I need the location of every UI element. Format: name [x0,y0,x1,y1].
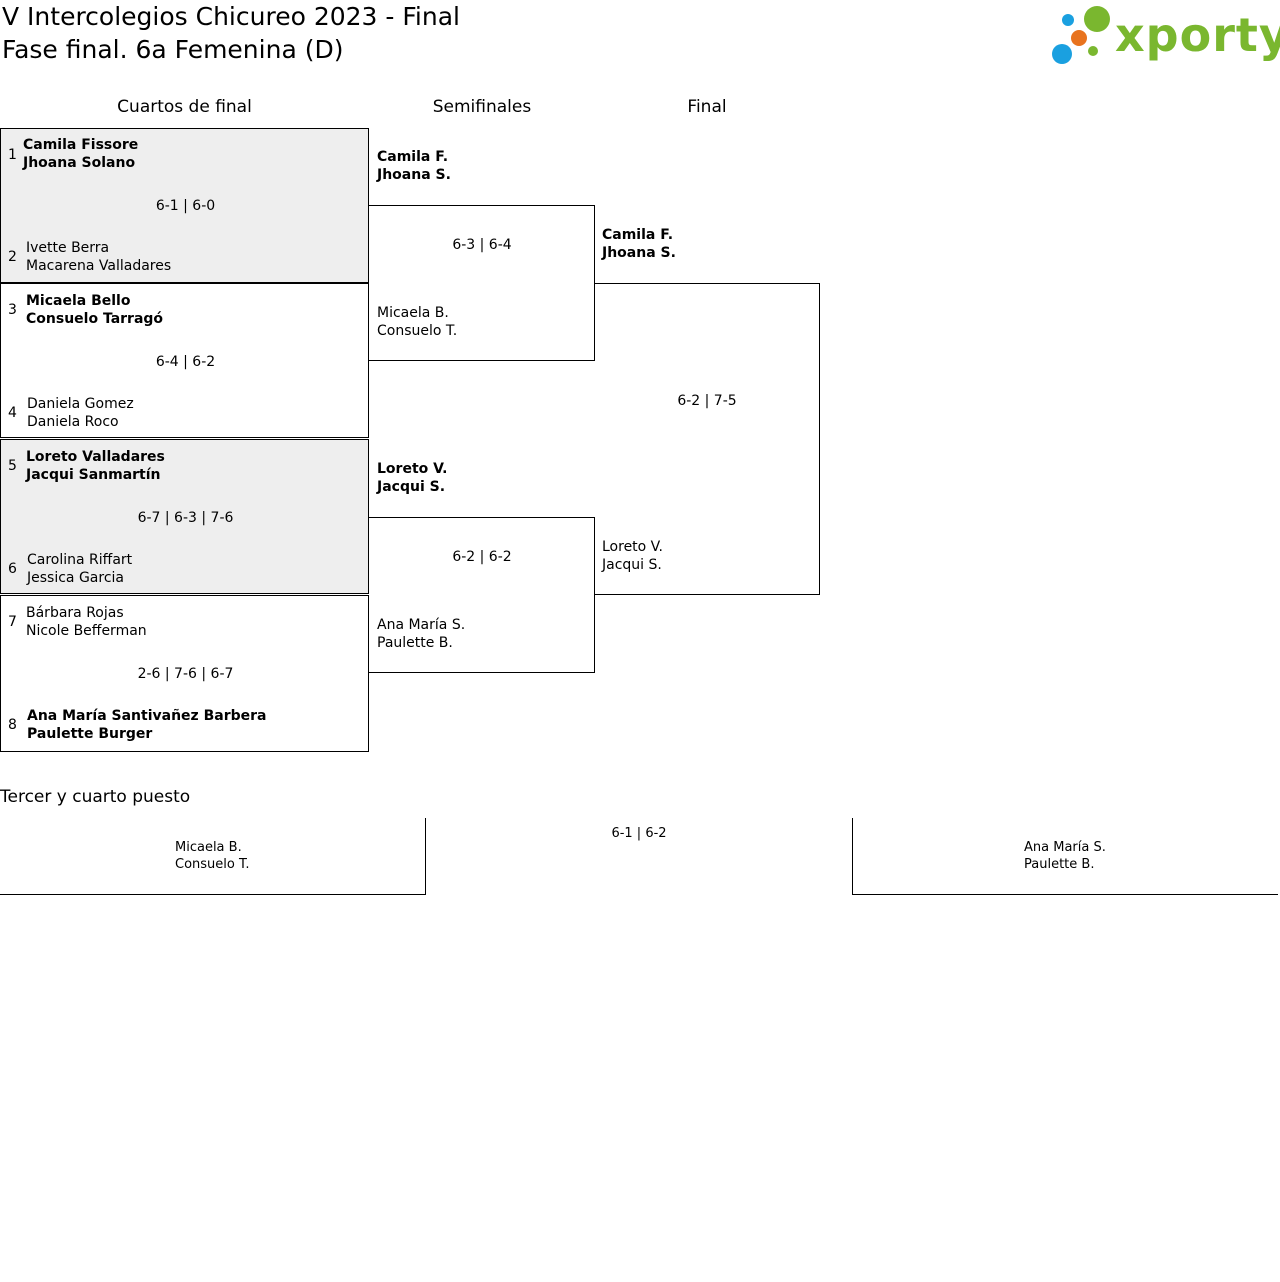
match-score: 6-4 | 6-2 [155,354,216,370]
team-winner: Micaela Bello Consuelo Tarragó [26,292,163,328]
player-name: Jessica Garcia [27,570,124,586]
third-place-heading: Tercer y cuarto puesto [0,787,191,807]
divider [852,894,1278,895]
third-place-team-right[interactable]: Ana María S. Paulette B. [1024,839,1106,873]
team-winner: Loreto Valladares Jacqui Sanmartín [26,448,165,484]
player-name: Jhoana Solano [23,155,136,171]
round-heading-quarterfinals: Cuartos de final [117,97,252,117]
player-name: Jhoana S. [602,245,676,261]
player-name: Consuelo T. [377,323,458,339]
match-score: 6-7 | 6-3 | 7-6 [137,510,234,526]
player-name: Paulette Burger [27,726,153,742]
round-heading-semifinals: Semifinales [432,97,532,117]
player-name: Micaela B. [175,840,242,855]
final-team-winner: Camila F. Jhoana S. [602,226,676,262]
logo-dot-blue-icon [1052,44,1072,64]
player-name: Camila F. [377,149,449,165]
player-name: Ana María S. [377,617,466,633]
team-loser: Carolina Riffart Jessica Garcia [27,551,132,587]
team-winner: Ana María Santivañez Barbera Paulette Bu… [27,707,266,743]
logo-dot-green-icon [1084,6,1110,32]
quarterfinal-match-2[interactable]: 3 Micaela Bello Consuelo Tarragó 6-4 | 6… [0,283,369,438]
player-name: Jacqui S. [602,557,662,573]
team-loser: Micaela B. Consuelo T. [377,304,457,340]
round-heading-final: Final [687,97,727,117]
semifinal-match-2[interactable]: 6-2 | 6-2 Ana María S. Paulette B. [369,517,595,673]
team-loser: Ivette Berra Macarena Valladares [26,239,171,275]
player-name: Macarena Valladares [26,258,172,274]
semifinal-match-1[interactable]: 6-3 | 6-4 Micaela B. Consuelo T. [369,205,595,361]
player-name: Loreto V. [602,539,663,555]
seed-number: 4 [8,405,17,421]
logo-dot-blue-small-icon [1062,14,1074,26]
player-name: Consuelo T. [175,857,250,872]
page-subtitle: Fase final. 6a Femenina (D) [2,35,344,64]
divider [425,818,426,895]
player-name: Jhoana S. [377,167,451,183]
seed-number: 3 [8,302,17,318]
semifinal-2-team-winner: Loreto V. Jacqui S. [377,460,447,496]
player-name: Jacqui S. [377,479,446,495]
player-name: Loreto Valladares [26,449,165,465]
player-name: Daniela Roco [27,414,119,430]
logo-dot-green-small-icon [1088,46,1098,56]
player-name: Carolina Riffart [27,552,133,568]
player-name: Ana María Santivañez Barbera [27,708,267,724]
semifinal-1-team-winner: Camila F. Jhoana S. [377,148,451,184]
match-score: 6-2 | 6-2 [452,549,512,565]
quarterfinal-match-1[interactable]: 1 Camila Fissore Jhoana Solano 6-1 | 6-0… [0,128,369,283]
player-name: Paulette B. [377,635,453,651]
team-loser: Bárbara Rojas Nicole Befferman [26,604,147,640]
team-loser: Ana María S. Paulette B. [377,616,465,652]
match-score: 6-2 | 7-5 [677,393,737,409]
player-name: Jacqui Sanmartín [26,467,161,483]
player-name: Consuelo Tarragó [26,311,164,327]
seed-number: 1 [8,147,17,163]
page-title: V Intercolegios Chicureo 2023 - Final [2,2,460,31]
player-name: Camila Fissore [23,137,139,153]
divider [0,894,426,895]
player-name: Micaela Bello [26,293,131,309]
third-place-team-left[interactable]: Micaela B. Consuelo T. [175,839,250,873]
player-name: Micaela B. [377,305,449,321]
seed-number: 7 [8,614,17,630]
third-place-score: 6-1 | 6-2 [611,826,667,841]
player-name: Camila F. [602,227,674,243]
player-name: Bárbara Rojas [26,605,124,621]
player-name: Nicole Befferman [26,623,147,639]
team-loser: Daniela Gomez Daniela Roco [27,395,134,431]
quarterfinal-match-4[interactable]: 7 Bárbara Rojas Nicole Befferman 2-6 | 7… [0,595,369,752]
logo-wordmark: xporty [1115,8,1280,62]
match-score: 6-3 | 6-4 [452,237,512,253]
xporty-logo[interactable]: xporty [1050,4,1280,66]
player-name: Ivette Berra [26,240,110,256]
player-name: Daniela Gomez [27,396,134,412]
final-match[interactable]: 6-2 | 7-5 Loreto V. Jacqui S. [594,283,820,595]
logo-dot-orange-icon [1071,30,1087,46]
player-name: Ana María S. [1024,840,1106,855]
player-name: Paulette B. [1024,857,1095,872]
team-winner: Camila Fissore Jhoana Solano [23,136,138,172]
player-name: Loreto V. [377,461,448,477]
team-loser: Loreto V. Jacqui S. [602,538,663,574]
quarterfinal-match-3[interactable]: 5 Loreto Valladares Jacqui Sanmartín 6-7… [0,439,369,594]
seed-number: 6 [8,561,17,577]
divider [852,818,853,895]
seed-number: 5 [8,458,17,474]
match-score: 2-6 | 7-6 | 6-7 [137,666,234,682]
match-score: 6-1 | 6-0 [155,198,216,214]
seed-number: 2 [8,249,17,265]
seed-number: 8 [8,717,17,733]
